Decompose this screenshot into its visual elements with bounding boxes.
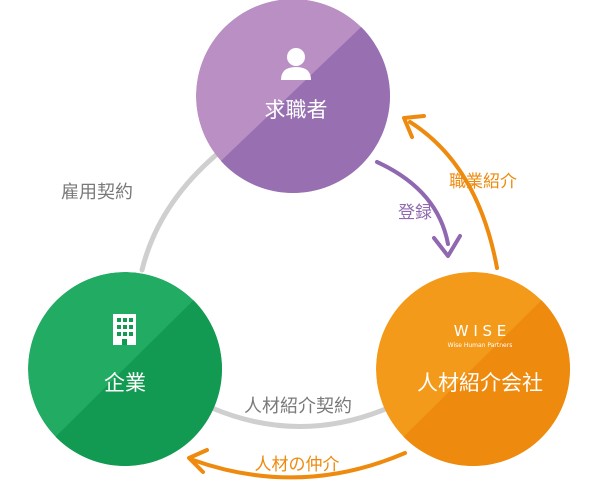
job-referral-label: 職業紹介: [449, 172, 517, 192]
arrow-registration-head: [432, 234, 462, 258]
arrow-job-referral-head: [402, 114, 426, 139]
building-icon: [113, 314, 136, 345]
agency-label: 人材紹介会社: [417, 371, 543, 395]
connector-company-agency: [209, 405, 391, 429]
arrow-registration: [375, 160, 450, 246]
registration-label: 登録: [398, 203, 432, 223]
arrow-mediation: [191, 451, 407, 480]
wise-logo-subtext: Wise Human Partners: [448, 342, 513, 349]
node-agency: [376, 272, 570, 466]
employment-contract-label: 雇用契約: [61, 182, 133, 203]
wise-logo: W I S E: [454, 322, 507, 340]
node-company: [28, 272, 222, 466]
job-seeker-label: 求職者: [265, 98, 328, 122]
mediation-label: 人材の仲介: [255, 455, 340, 475]
person-icon: [281, 48, 311, 80]
arrow-job-referral: [408, 120, 499, 270]
arrow-mediation-head: [187, 448, 209, 474]
node-job-seeker: [196, 0, 390, 193]
company-label: 企業: [104, 371, 146, 395]
referral-contract-label: 人材紹介契約: [244, 396, 352, 417]
connector-seeker-company: [139, 152, 219, 273]
